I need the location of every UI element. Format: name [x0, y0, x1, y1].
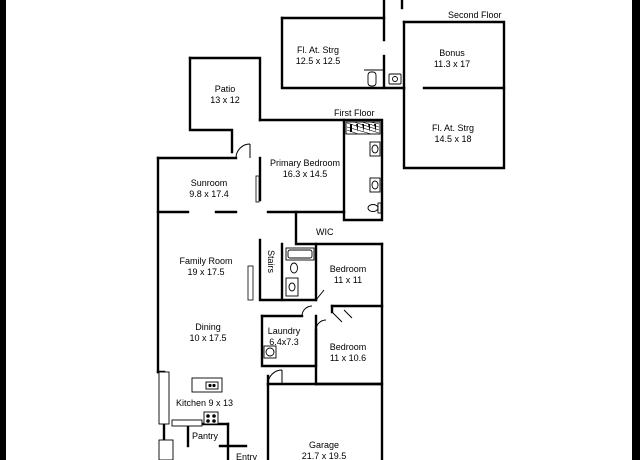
- room-sunroom: Sunroom 9.8 x 17.4: [189, 178, 229, 200]
- room-dims: 11 x 10.6: [329, 353, 367, 363]
- room-name: Bedroom: [329, 342, 367, 352]
- room-entry: Entry: [236, 452, 258, 460]
- floor-plan-drawing: [156, 0, 506, 460]
- room-name: Fl. At. Strg: [296, 45, 340, 55]
- room-dining: Dining 10 x 17.5: [189, 322, 226, 344]
- room-name: Family Room: [179, 256, 233, 266]
- room-name: Garage: [308, 440, 340, 450]
- room-dims: 21.7 x 19.5: [301, 451, 347, 460]
- room-name: Sunroom: [190, 178, 228, 188]
- room-dims: 16.3 x 14.5: [282, 169, 328, 179]
- room-name: Primary Bedroom: [269, 158, 341, 168]
- room-dims: 14.5 x 18: [434, 134, 472, 144]
- room-primary-bedroom: Primary Bedroom 16.3 x 14.5: [270, 158, 340, 180]
- room-name: Bedroom: [329, 264, 367, 274]
- floor-plan-page: { "floors": { "second": "Second Floor", …: [6, 0, 632, 460]
- second-floor-fixtures: [367, 71, 402, 87]
- room-dims: 10 x 17.5: [189, 333, 227, 343]
- room-bedroom-1: Bedroom 11 x 11: [330, 264, 367, 286]
- room-kitchen: Kitchen 9 x 13: [176, 398, 234, 408]
- room-bedroom-2: Bedroom 11 x 10.6: [330, 342, 367, 364]
- room-bonus: Bonus 11.3 x 17: [434, 48, 470, 70]
- second-floor-label: Second Floor: [448, 10, 502, 20]
- patio-walls: [188, 56, 262, 154]
- room-garage: Garage 21.7 x 19.5: [302, 440, 347, 460]
- room-pantry: Pantry: [192, 431, 219, 441]
- second-floor-walls: [280, 0, 506, 170]
- room-laundry: Laundry 6.4x7.3: [268, 326, 301, 348]
- room-dims: 19 x 17.5: [187, 267, 225, 277]
- room-dims: 11 x 11: [333, 275, 363, 285]
- room-dims: 13 x 12: [210, 95, 240, 105]
- first-floor-label: First Floor: [334, 108, 375, 118]
- room-stairs: Stairs: [266, 250, 276, 274]
- room-name: Fl. At. Strg: [431, 123, 475, 133]
- room-name: Bonus: [439, 48, 465, 58]
- room-fl-at-strg-2: Fl. At. Strg 14.5 x 18: [432, 123, 474, 145]
- room-dims: 6.4x7.3: [269, 337, 299, 347]
- room-name: Dining: [195, 322, 221, 332]
- first-floor-walls: [156, 118, 384, 460]
- room-fl-at-strg-1: Fl. At. Strg 12.5 x 12.5: [296, 45, 341, 67]
- room-dims: 9.8 x 17.4: [189, 189, 229, 199]
- room-name: Patio: [214, 84, 236, 94]
- room-name: Laundry: [267, 326, 301, 336]
- room-dims: 11.3 x 17: [433, 59, 471, 69]
- door-swings: [235, 143, 353, 385]
- room-wic: WIC: [316, 227, 334, 237]
- first-floor-fixtures: [158, 121, 382, 460]
- room-family-room: Family Room 19 x 17.5: [179, 256, 232, 278]
- room-patio: Patio 13 x 12: [210, 84, 240, 106]
- room-dims: 12.5 x 12.5: [295, 56, 341, 66]
